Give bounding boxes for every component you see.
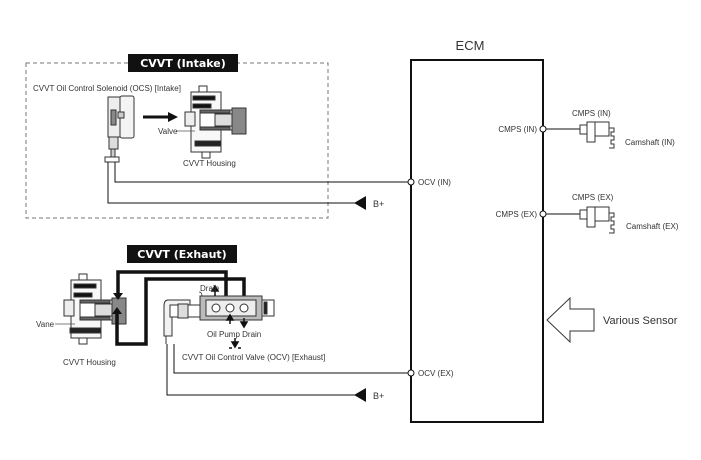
drain-leader-line bbox=[198, 291, 203, 297]
exhaust-housing-label: CVVT Housing bbox=[63, 358, 116, 367]
wire-ocv-in bbox=[114, 162, 411, 183]
exhaust-title: CVVT (Exhaut) bbox=[137, 248, 226, 261]
b-plus-1-arrow-icon bbox=[354, 196, 366, 210]
ecm-block: ECM bbox=[410, 38, 544, 423]
wire-exhaust-b-plus bbox=[166, 344, 355, 396]
intake-cvvt-housing-icon bbox=[184, 85, 247, 159]
oil-pump-drain-arrow-icon bbox=[230, 341, 240, 349]
cmps-in-pin bbox=[539, 125, 547, 133]
cmps-ex-pin-label: CMPS (EX) bbox=[496, 210, 538, 219]
ecm-box bbox=[410, 59, 544, 423]
ocv-ex-pin bbox=[407, 369, 415, 377]
cmps-ex-pin bbox=[539, 210, 547, 218]
ocv-ex-pin-label: OCV (EX) bbox=[418, 369, 454, 378]
various-sensor-arrow-icon bbox=[546, 296, 595, 344]
drain-down-arrow-icon bbox=[239, 321, 249, 329]
intake-housing-label: CVVT Housing bbox=[183, 159, 236, 168]
cmps-in-pin-label: CMPS (IN) bbox=[498, 125, 537, 134]
wire-ocv-ex bbox=[173, 344, 411, 374]
exhaust-ocv-label: CVVT Oil Control Valve (OCV) [Exhaust] bbox=[182, 353, 325, 362]
ecm-title: ECM bbox=[456, 38, 485, 53]
cmps-in-sensor-icon bbox=[579, 121, 615, 149]
various-sensor-label: Various Sensor bbox=[603, 315, 678, 327]
oil-passage-retard bbox=[115, 277, 246, 346]
exhaust-cvvt-housing-icon bbox=[63, 273, 127, 345]
ocv-in-pin-label: OCV (IN) bbox=[418, 178, 451, 187]
b-plus-2-label: B+ bbox=[373, 391, 384, 401]
intake-title-box bbox=[128, 54, 238, 72]
intake-solenoid-label: CVVT Oil Control Solenoid (OCS) [Intake] bbox=[33, 84, 181, 93]
intake-valve-label: Valve bbox=[158, 127, 178, 136]
b-plus-2-arrow-icon bbox=[354, 388, 366, 402]
intake-title: CVVT (Intake) bbox=[140, 57, 226, 70]
intake-solenoid-icon bbox=[104, 95, 135, 163]
drain-label: Drain bbox=[200, 284, 219, 293]
intake-wiring bbox=[107, 162, 411, 204]
camshaft-ex-label: Camshaft (EX) bbox=[626, 222, 679, 231]
cmps-ex-sensor-label: CMPS (EX) bbox=[572, 193, 614, 202]
oil-pump-drain-label: Oil Pump Drain bbox=[207, 330, 261, 339]
intake-actuation-arrow-icon bbox=[143, 112, 178, 122]
oil-passages bbox=[115, 270, 246, 346]
cmps-in-sensor-label: CMPS (IN) bbox=[572, 109, 611, 118]
exhaust-ocv-icon bbox=[163, 295, 275, 344]
intake-section: CVVT (Intake) CVVT Oil Control Solenoid … bbox=[25, 54, 329, 219]
exhaust-vane-label: Vane bbox=[36, 320, 55, 329]
wire-intake-b-plus bbox=[107, 162, 355, 204]
exhaust-wiring bbox=[166, 344, 411, 396]
b-plus-1-label: B+ bbox=[373, 199, 384, 209]
camshaft-in-label: Camshaft (IN) bbox=[625, 138, 675, 147]
cmps-ex-sensor-icon bbox=[579, 206, 615, 234]
exhaust-section: CVVT (Exhaut) Vane CVVT Housing bbox=[36, 245, 325, 367]
oil-arrow-advance-icon bbox=[113, 293, 123, 300]
drain-arrows bbox=[210, 284, 249, 349]
oil-passage-advance bbox=[116, 270, 228, 300]
oil-arrow-retard-icon bbox=[112, 307, 122, 314]
ocv-in-pin bbox=[407, 178, 415, 186]
oil-pump-in-arrow-icon bbox=[225, 313, 235, 321]
exhaust-title-box bbox=[127, 245, 237, 263]
drain-up-arrow-icon bbox=[210, 284, 220, 292]
